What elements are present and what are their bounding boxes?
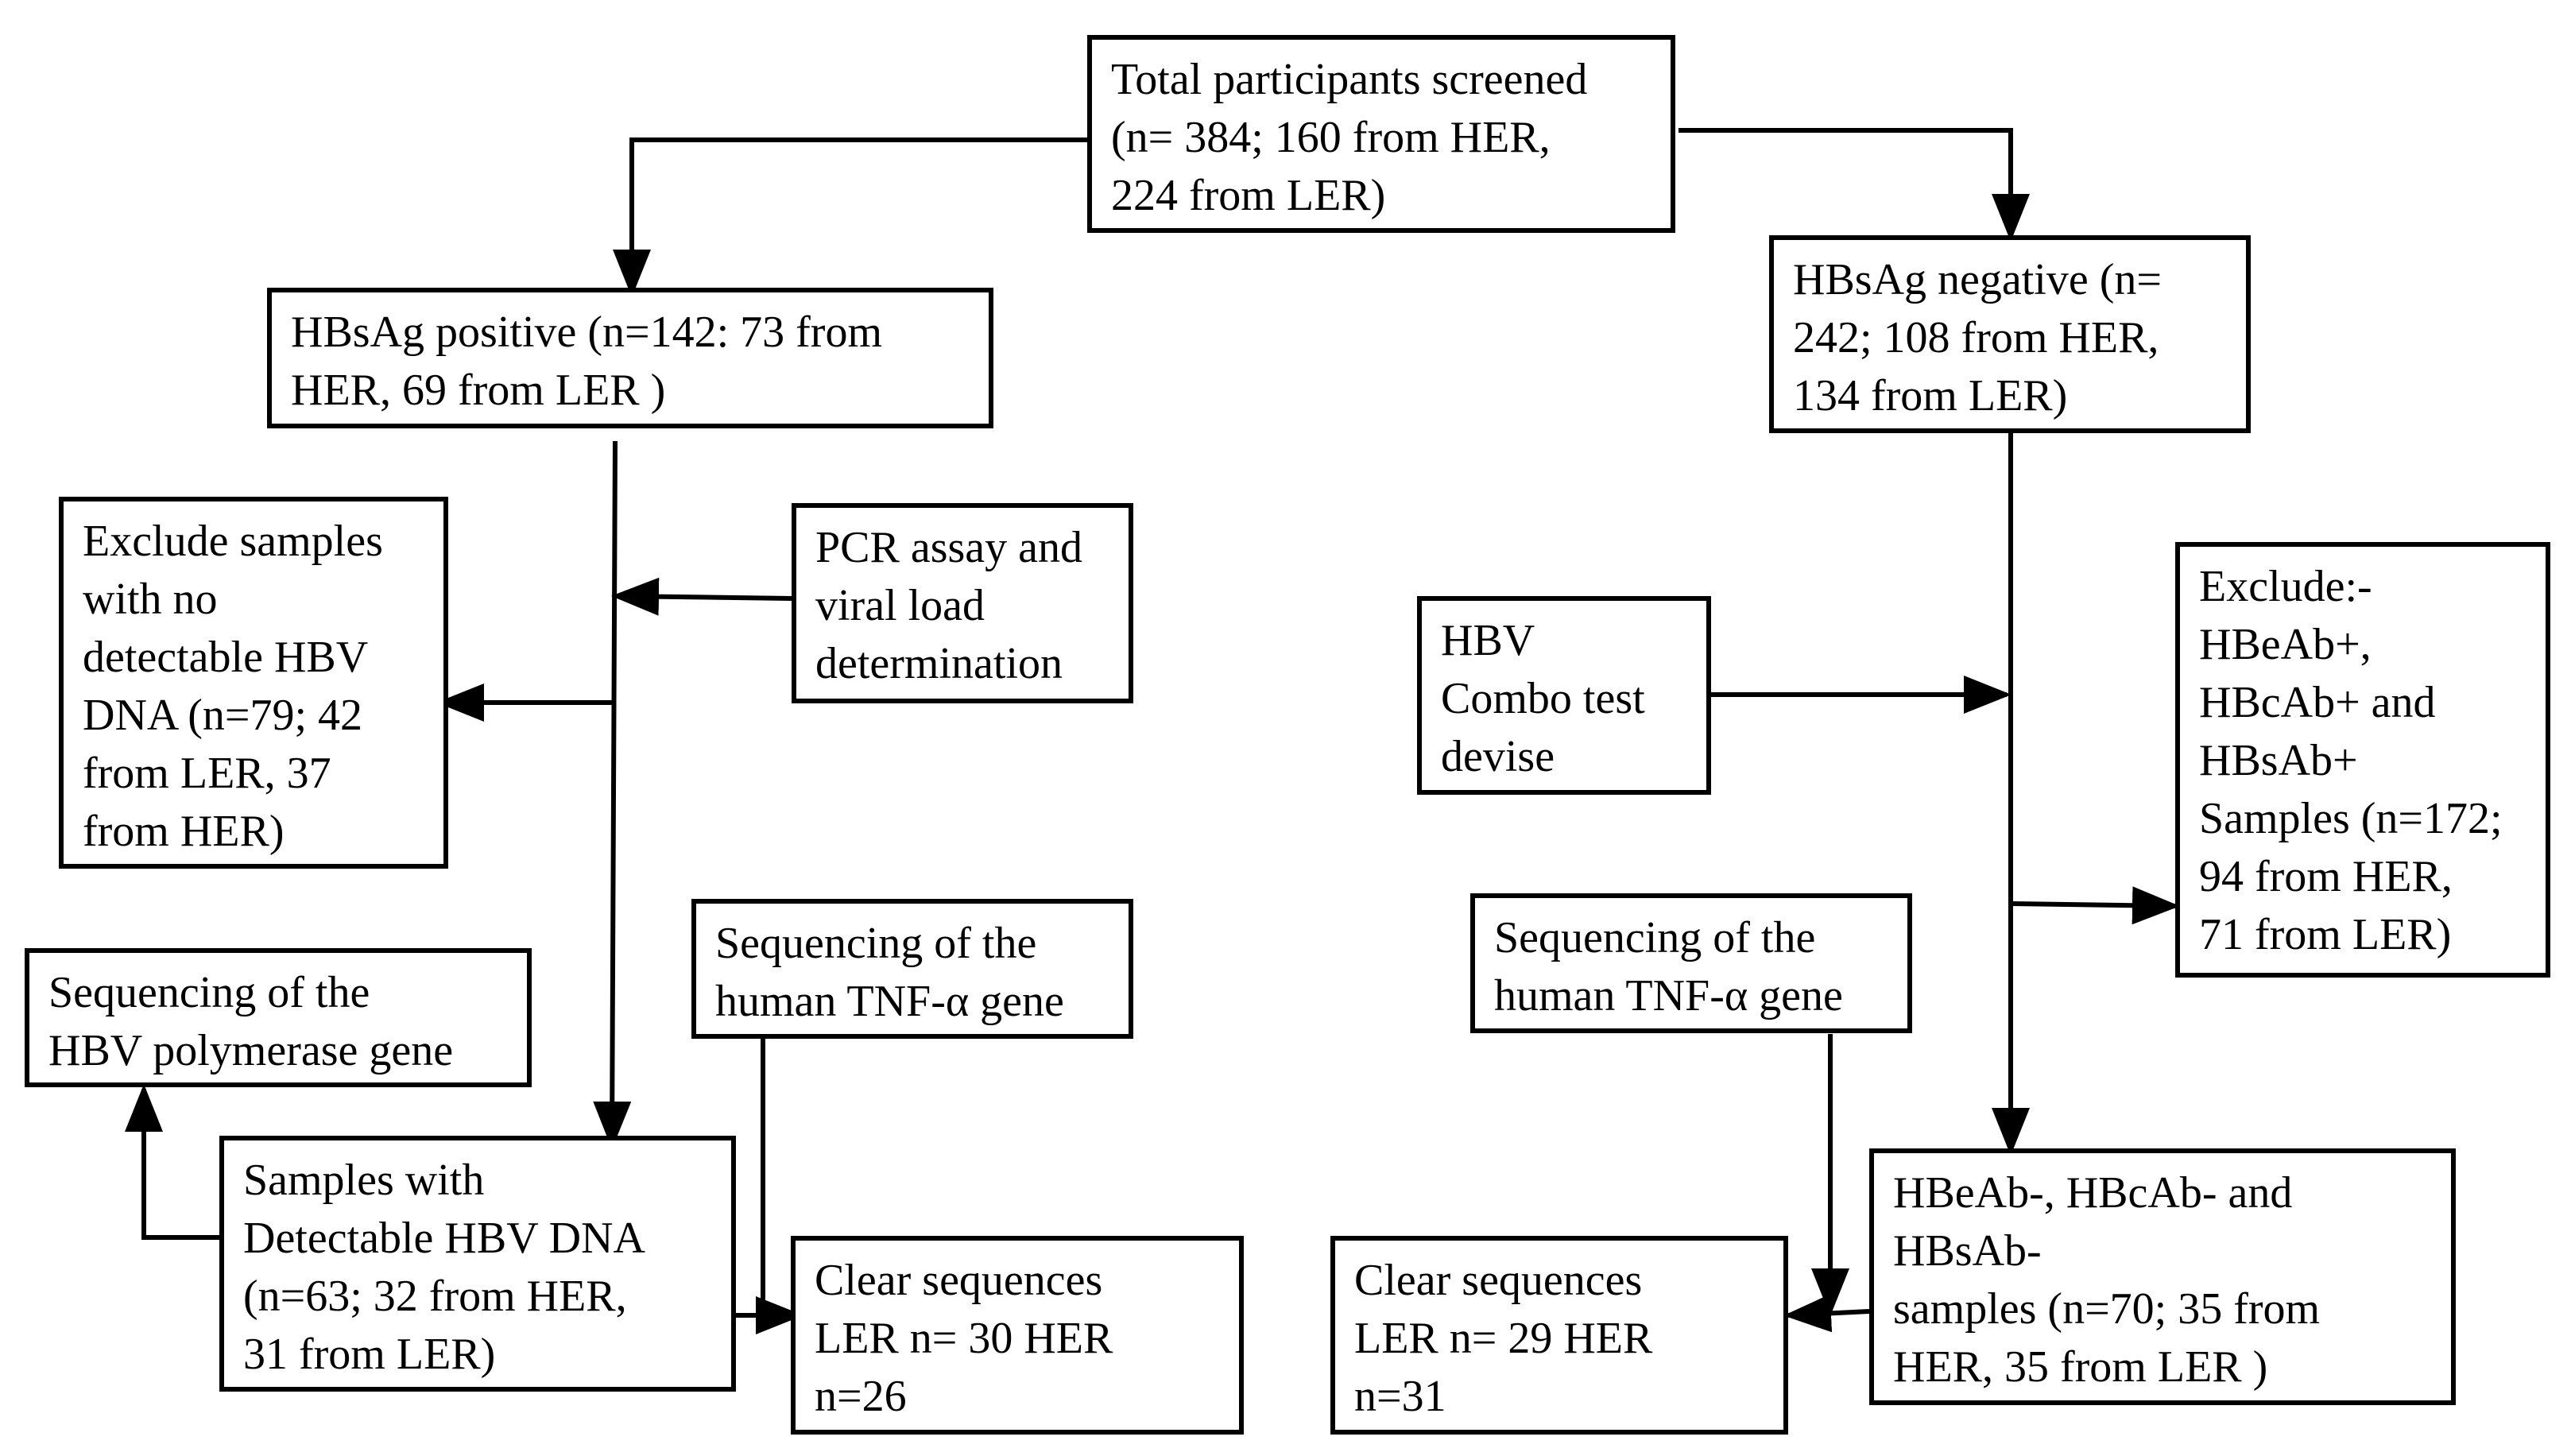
box-line: PCR assay and xyxy=(815,523,1082,572)
box-line: Samples with xyxy=(243,1156,485,1205)
box-line: HBsAb- xyxy=(1893,1226,2042,1276)
detectable-dna-box: Samples with Detectable HBV DNA (n=63; 3… xyxy=(219,1136,736,1392)
box-line: (n=63; 32 from HER, xyxy=(243,1272,627,1321)
box-line: 224 from LER) xyxy=(1111,171,1386,220)
antibody-negative-samples-box: HBeAb-, HBcAb- and HBsAb- samples (n=70;… xyxy=(1869,1148,2456,1405)
box-line: human TNF-α gene xyxy=(1494,971,1843,1020)
box-line: Combo test xyxy=(1441,674,1645,723)
box-line: Exclude samples xyxy=(83,517,383,566)
box-line: 71 from LER) xyxy=(2199,910,2452,959)
hbsag-negative-box: HBsAg negative (n= 242; 108 from HER, 13… xyxy=(1769,235,2251,433)
box-line: HBeAb-, HBcAb- and xyxy=(1893,1168,2293,1218)
box-line: HER, 35 from LER ) xyxy=(1893,1342,2268,1392)
hbsag-positive-box: HBsAg positive (n=142: 73 from HER, 69 f… xyxy=(267,288,993,428)
box-line: detectable HBV xyxy=(83,633,369,682)
box-line: HER, 69 from LER ) xyxy=(291,366,666,415)
box-line: Total participants screened xyxy=(1111,55,1588,104)
box-line: determination xyxy=(815,639,1063,688)
box-line: 134 from LER) xyxy=(1793,371,2068,420)
box-line: n=26 xyxy=(815,1372,907,1421)
box-line: 94 from HER, xyxy=(2199,852,2453,901)
box-line: n=31 xyxy=(1354,1372,1446,1421)
arrow-pcr-to-trunk xyxy=(611,577,792,616)
box-line: HBeAb+, xyxy=(2199,620,2372,669)
box-line: (n= 384; 160 from HER, xyxy=(1111,113,1551,162)
box-line: samples (n=70; 35 from xyxy=(1893,1284,2321,1334)
box-line: DNA (n=79; 42 xyxy=(83,691,363,740)
clear-sequences-right-box: Clear sequences LER n= 29 HER n=31 xyxy=(1330,1236,1788,1435)
box-line: HBV xyxy=(1441,616,1535,665)
box-line: 242; 108 from HER, xyxy=(1793,313,2159,362)
exclude-antibody-positive-box: Exclude:- HBeAb+, HBcAb+ and HBsAb+ Samp… xyxy=(2175,542,2550,978)
box-line: Exclude:- xyxy=(2199,562,2372,611)
box-line: HBcAb+ and xyxy=(2199,678,2436,727)
arrow-total-to-positive xyxy=(613,137,1087,297)
box-line: HBsAg negative (n= xyxy=(1793,255,2162,304)
exclude-no-dna-box: Exclude samples with no detectable HBV D… xyxy=(59,497,448,869)
total-participants-box: Total participants screened (n= 384; 160… xyxy=(1087,35,1675,233)
box-line: with no xyxy=(83,575,218,624)
box-line: from LER, 37 xyxy=(83,749,331,798)
box-line: LER n= 29 HER xyxy=(1354,1314,1653,1363)
box-line: HBsAb+ xyxy=(2199,736,2358,785)
box-line: devise xyxy=(1441,732,1555,781)
arrow-trunk-to-exclude-right xyxy=(2010,886,2180,925)
box-line: Samples (n=172; xyxy=(2199,794,2503,843)
pcr-assay-box: PCR assay and viral load determination xyxy=(792,503,1133,703)
box-line: viral load xyxy=(815,581,985,630)
box-line: 31 from LER) xyxy=(243,1330,496,1379)
hbv-combo-test-box: HBV Combo test devise xyxy=(1417,596,1711,795)
arrow-total-to-negative xyxy=(1679,128,2030,242)
box-line: HBsAg positive (n=142: 73 from xyxy=(291,308,882,357)
box-line: human TNF-α gene xyxy=(715,977,1064,1026)
clear-sequences-left-box: Clear sequences LER n= 30 HER n=26 xyxy=(791,1236,1244,1435)
box-line: LER n= 30 HER xyxy=(815,1314,1113,1363)
box-line: Sequencing of the xyxy=(1494,913,1816,962)
arrow-negatives-to-clear-right xyxy=(1783,1294,1870,1333)
arrow-detectable-to-seq-pol xyxy=(125,1084,219,1240)
box-line: from HER) xyxy=(83,807,285,856)
box-line: Sequencing of the xyxy=(48,968,370,1017)
seq-polymerase-box: Sequencing of the HBV polymerase gene xyxy=(25,948,532,1087)
box-line: Clear sequences xyxy=(1354,1256,1643,1305)
box-line: Sequencing of the xyxy=(715,919,1037,968)
seq-tnf-left-box: Sequencing of the human TNF-α gene xyxy=(691,899,1133,1039)
seq-tnf-right-box: Sequencing of the human TNF-α gene xyxy=(1470,893,1912,1033)
box-line: HBV polymerase gene xyxy=(48,1026,454,1075)
arrow-positive-to-detectable xyxy=(593,440,632,1149)
box-line: Clear sequences xyxy=(815,1256,1103,1305)
box-line: Detectable HBV DNA xyxy=(243,1214,645,1263)
